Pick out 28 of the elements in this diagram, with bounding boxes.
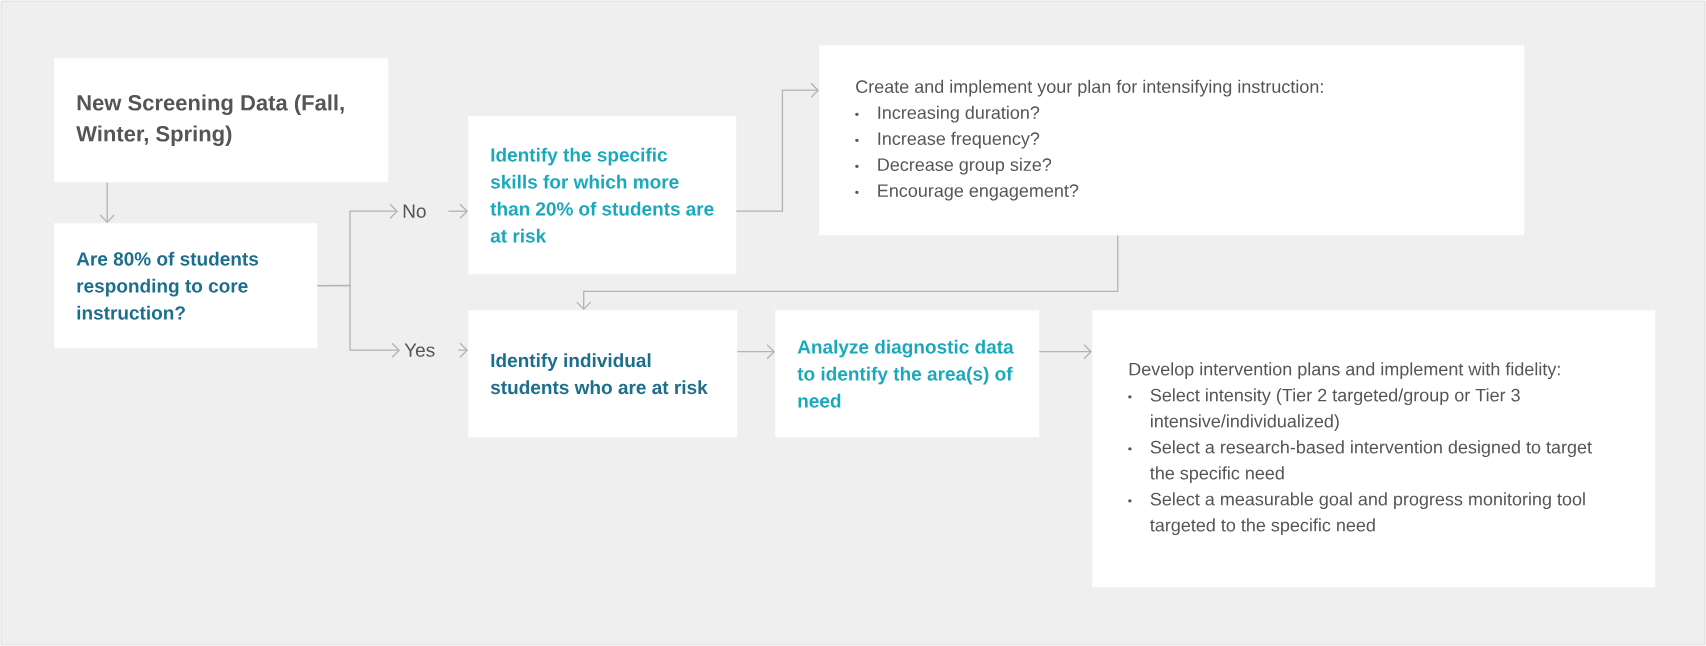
arrow (576, 234, 1119, 310)
bullet-item: Increasing duration? (878, 105, 1040, 123)
bullet-item: Encourage engagement? (878, 184, 1079, 201)
arrow (447, 203, 468, 219)
bullet-item: Select a measurable goal and progress monitoring tool targeted to the specific need (1150, 492, 1585, 536)
list-heading: Develop intervention plans and implement with fidelity: (1129, 362, 1560, 380)
bullet-item: Select intensity (Tier 2 targeted/group or Tier 3 intensive/individualized) (1150, 388, 1520, 432)
bullet-item: Increase frequency? (878, 131, 1040, 149)
list-box (1092, 310, 1656, 588)
arrow (735, 82, 819, 212)
box-text: Are 80% of students responding to core instruction? (76, 251, 259, 320)
list-heading: Create and implement your plan for intensifying instruction: (856, 79, 1323, 97)
bullet-item: Select a research-based intervention designed to target the specific need (1150, 440, 1592, 484)
process-box (775, 310, 1040, 438)
list-box (819, 45, 1525, 236)
process-box (468, 310, 738, 438)
arrow (1038, 344, 1092, 360)
process-box (468, 116, 737, 275)
arrow (99, 181, 115, 223)
arrow (316, 284, 400, 358)
box-text: Identify individual students who are at risk (490, 353, 708, 395)
bullet-item: Decrease group size? (878, 157, 1052, 175)
box-text: Identify the specific skills for which more than 20% of students are at risk (490, 147, 714, 243)
box-text: Analyze diagnostic data to identify the area(s) of need (797, 339, 1014, 408)
process-box (54, 223, 318, 349)
box-text: New Screening Data (Fall, Winter, Spring) (76, 94, 344, 146)
process-box (54, 58, 389, 183)
arrow (736, 344, 775, 360)
